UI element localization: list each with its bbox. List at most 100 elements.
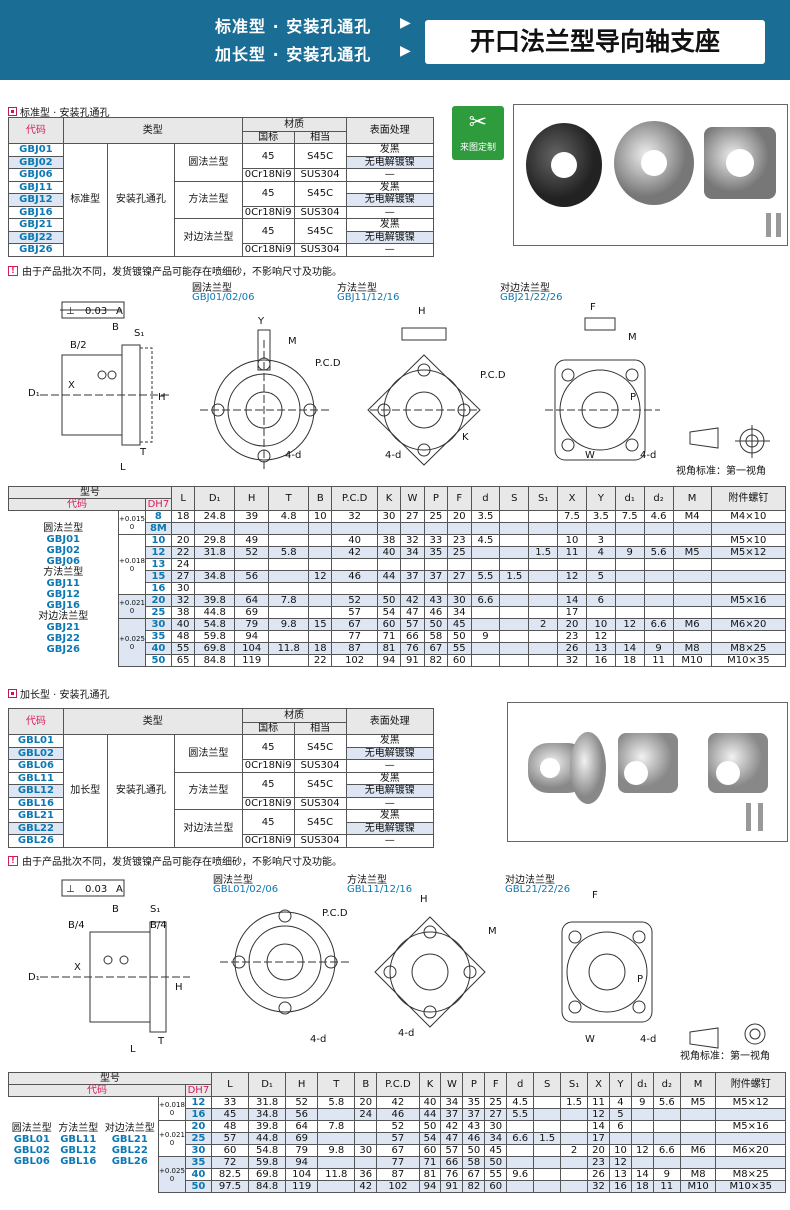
value-cell bbox=[528, 594, 559, 607]
value-cell: 40 bbox=[331, 534, 378, 547]
value-cell: 39 bbox=[234, 510, 270, 523]
value-cell: 20 bbox=[170, 534, 196, 547]
value-cell: 3.5 bbox=[470, 510, 501, 523]
code-label: GBL26 bbox=[111, 1155, 148, 1167]
value-cell: 14 bbox=[614, 642, 645, 655]
value-cell: 37 bbox=[462, 1108, 486, 1121]
value-cell: 31.8 bbox=[248, 1096, 287, 1109]
type-label: 方法兰型 bbox=[58, 1122, 99, 1134]
value-cell bbox=[643, 630, 674, 643]
value-cell bbox=[528, 534, 559, 547]
value-cell: 7.5 bbox=[557, 510, 587, 523]
value-cell: 57 bbox=[210, 1132, 250, 1145]
material-cell: 45 bbox=[241, 180, 295, 207]
value-cell: 25 bbox=[423, 510, 449, 523]
drawing-codes-side: GBJ21/22/26 bbox=[500, 292, 563, 303]
value-cell: M5×16 bbox=[715, 1120, 786, 1133]
value-cell: M5×16 bbox=[710, 594, 787, 607]
value-cell: 7.8 bbox=[268, 594, 310, 607]
value-cell: 52 bbox=[331, 594, 378, 607]
value-cell bbox=[268, 654, 310, 667]
value-cell: M4×10 bbox=[710, 510, 787, 523]
drawing-codes-round-ext: GBL01/02/06 bbox=[213, 884, 279, 895]
value-cell: 6.6 bbox=[652, 1144, 681, 1157]
col-header: H bbox=[285, 1072, 319, 1097]
value-cell: 46 bbox=[423, 606, 449, 619]
value-cell bbox=[710, 630, 787, 643]
material-cell: 45 bbox=[241, 734, 295, 760]
value-cell bbox=[470, 522, 501, 535]
dh7-cell: 8M bbox=[144, 522, 172, 535]
value-cell bbox=[470, 546, 501, 559]
type-label: 圆法兰型 bbox=[43, 522, 84, 534]
col-header: Y bbox=[609, 1072, 632, 1097]
value-cell bbox=[470, 618, 501, 631]
value-cell: 82 bbox=[423, 654, 449, 667]
value-cell bbox=[643, 582, 674, 595]
dh7-cell: 30 bbox=[144, 618, 172, 631]
equiv-cell: SUS304 bbox=[293, 243, 347, 257]
value-cell bbox=[308, 594, 333, 607]
value-cell bbox=[614, 594, 645, 607]
equiv-cell: S45C bbox=[293, 771, 347, 798]
value-cell bbox=[557, 582, 587, 595]
surface-cell: — bbox=[345, 205, 435, 219]
value-cell: 102 bbox=[376, 1180, 420, 1193]
value-cell: 57 bbox=[440, 1144, 464, 1157]
value-cell: 60 bbox=[376, 618, 402, 631]
value-cell: M6×20 bbox=[710, 618, 787, 631]
value-cell: 47 bbox=[440, 1132, 464, 1145]
note-text: 由于产品批次不同，发货镀镍产品可能存在喷细砂，不影响尺寸及功能。 bbox=[22, 267, 342, 278]
dh7-cell: 13 bbox=[144, 558, 172, 571]
value-cell bbox=[533, 1096, 562, 1109]
surface-cell: 无电解镀镍 bbox=[345, 746, 435, 760]
surface-cell: 无电解镀镍 bbox=[345, 155, 435, 169]
value-cell: 54 bbox=[376, 606, 402, 619]
value-cell: 52 bbox=[234, 546, 270, 559]
dim-p: P bbox=[630, 392, 636, 403]
value-cell: 54.8 bbox=[194, 618, 236, 631]
shape-cell: 方法兰型 bbox=[174, 180, 243, 219]
value-cell: 102 bbox=[331, 654, 378, 667]
value-cell: 43 bbox=[423, 594, 449, 607]
value-cell bbox=[672, 570, 712, 583]
value-cell bbox=[376, 558, 402, 571]
dim-l: L bbox=[130, 1044, 136, 1055]
value-cell: 3.5 bbox=[585, 510, 616, 523]
value-cell bbox=[630, 1120, 654, 1133]
code-cell: GBJ26 bbox=[8, 243, 64, 257]
value-cell: 46 bbox=[376, 1108, 420, 1121]
value-cell bbox=[506, 1120, 535, 1133]
value-cell: 46 bbox=[331, 570, 378, 583]
value-cell: 9.8 bbox=[268, 618, 310, 631]
value-cell: 56 bbox=[234, 570, 270, 583]
value-cell bbox=[400, 582, 425, 595]
value-cell bbox=[560, 1108, 589, 1121]
surface-cell: 发黑 bbox=[345, 734, 435, 748]
custom-order-badge[interactable]: ✂ 来图定制 bbox=[452, 106, 504, 160]
value-cell: 1.5 bbox=[528, 546, 559, 559]
value-cell bbox=[609, 1132, 632, 1145]
value-cell: 10 bbox=[557, 534, 587, 547]
drawing-label-square: 方法兰型 bbox=[337, 283, 377, 294]
value-cell: 59.8 bbox=[248, 1156, 287, 1169]
value-cell: 12 bbox=[609, 1156, 632, 1169]
value-cell bbox=[614, 558, 645, 571]
value-cell: M5×10 bbox=[710, 534, 787, 547]
dim-4d: 4-d bbox=[285, 450, 301, 461]
value-cell bbox=[533, 1168, 562, 1181]
value-cell: M4 bbox=[672, 510, 712, 523]
drawing-label-side-ext: 对边法兰型 bbox=[505, 875, 555, 886]
value-cell: 40 bbox=[170, 618, 196, 631]
value-cell: M10×35 bbox=[715, 1180, 786, 1193]
surface-cell: — bbox=[345, 759, 435, 773]
value-cell: 18 bbox=[630, 1180, 654, 1193]
code-cell: GBJ06 bbox=[8, 168, 64, 182]
col-model: 型号 bbox=[8, 486, 172, 499]
